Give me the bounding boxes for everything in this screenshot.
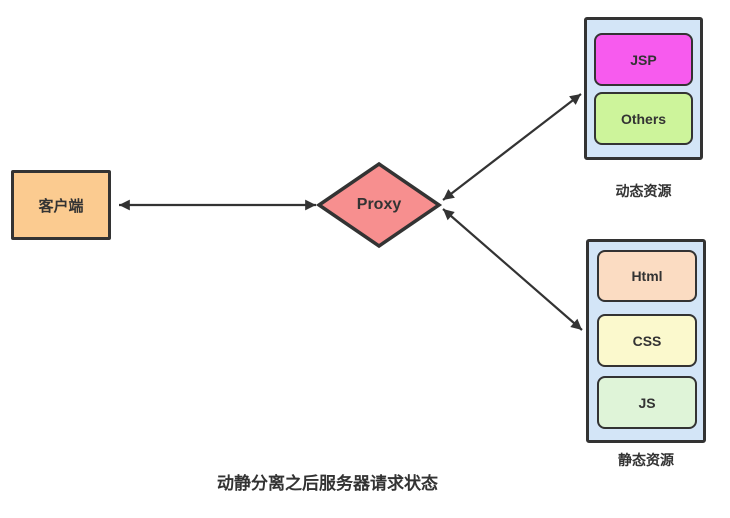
static-resources-group: Html CSS JS xyxy=(586,239,706,443)
static-resources-label: 静态资源 xyxy=(618,452,674,468)
client-box: 客户端 xyxy=(11,170,111,240)
js-box: JS xyxy=(597,376,697,429)
dynamic-resources-label: 动态资源 xyxy=(615,183,672,199)
others-box: Others xyxy=(594,92,693,145)
arrow-proxy-dynamic xyxy=(442,93,582,201)
jsp-box: JSP xyxy=(594,33,693,86)
css-box: CSS xyxy=(597,314,697,367)
dynamic-resources-group: JSP Others xyxy=(584,17,703,160)
diagram-title: 动静分离之后服务器请求状态 xyxy=(217,474,438,493)
proxy-diamond xyxy=(315,161,443,249)
html-box: Html xyxy=(597,250,697,302)
arrow-proxy-static xyxy=(442,208,583,331)
